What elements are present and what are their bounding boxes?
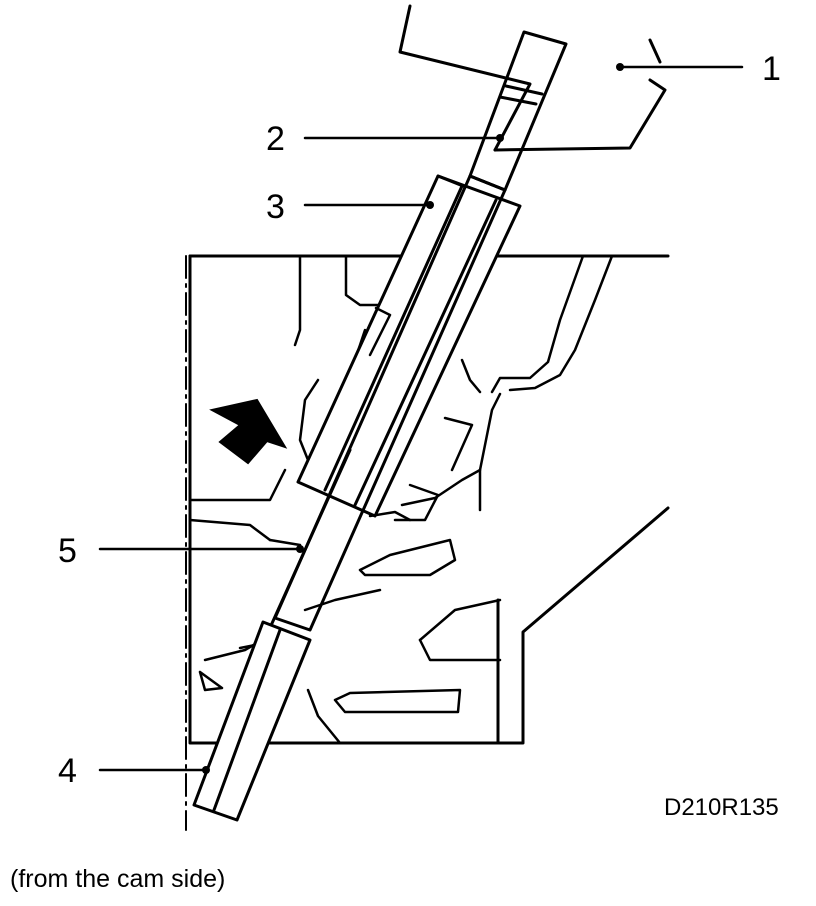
direction-arrow-icon: [209, 398, 288, 465]
figure-code: D210R135: [664, 794, 779, 821]
figure-caption: (from the cam side): [10, 865, 226, 893]
callout-5: 5: [58, 532, 77, 570]
leader-dots: [202, 63, 624, 774]
callout-2: 2: [266, 120, 285, 158]
seat-marks: [368, 306, 474, 522]
lower-guide: [192, 620, 312, 822]
callout-4: 4: [58, 752, 77, 790]
bracket-part-1: [398, 4, 667, 152]
leader-lines: [98, 65, 744, 772]
callout-3: 3: [266, 188, 285, 226]
cylinder-head-outline: [188, 254, 670, 745]
tool-sleeve: [296, 174, 522, 518]
callout-1: 1: [762, 50, 781, 88]
